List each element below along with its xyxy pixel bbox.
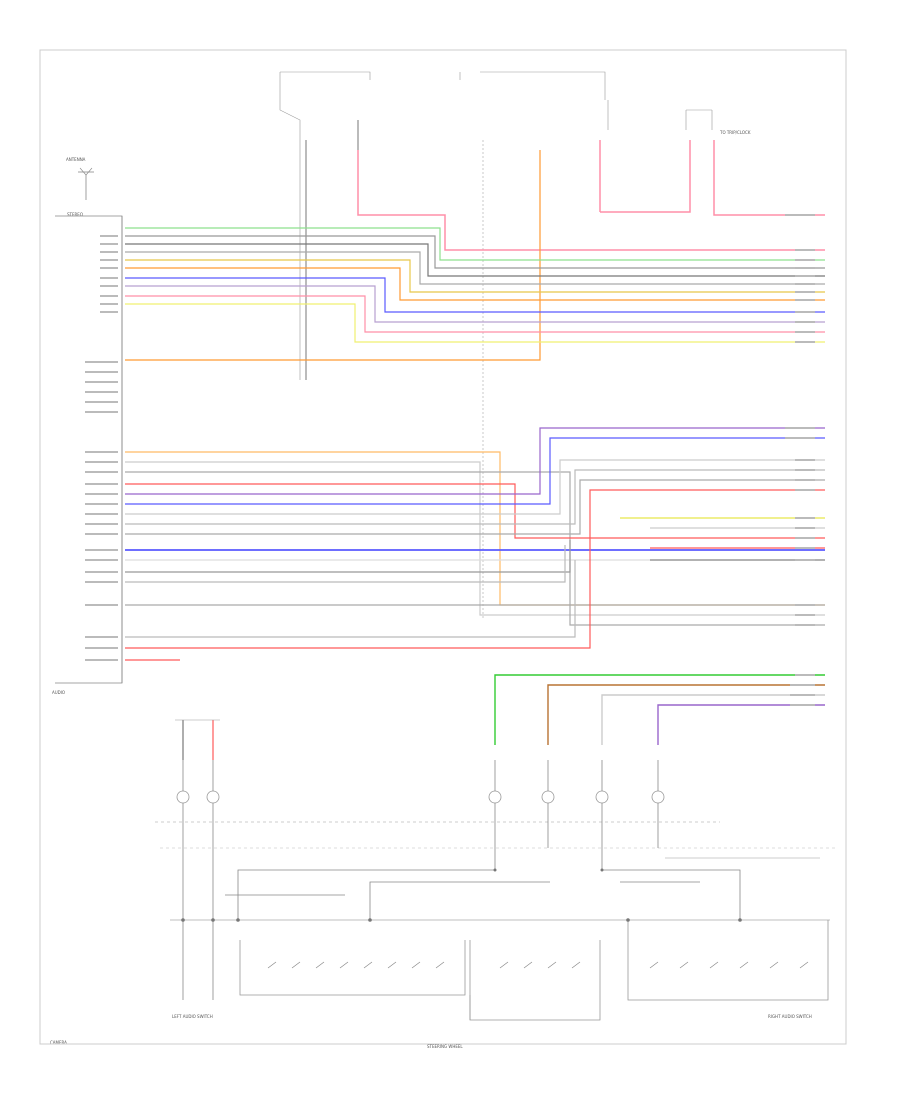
wire-group-3 — [494, 674, 825, 745]
bottom-left-drops — [175, 719, 220, 760]
module-bottom-label: AUDIO — [52, 690, 66, 695]
antenna-icon — [78, 167, 94, 200]
bottom-center-label: STEERING WHEEL — [427, 1044, 463, 1049]
bottom-left-label: CAMERA — [50, 1040, 67, 1045]
pin-labels-left — [85, 235, 118, 661]
connector-circles — [176, 790, 665, 804]
lower-harness — [170, 803, 830, 1000]
right-switch-label: RIGHT AUDIO SWITCH — [768, 1014, 812, 1019]
switch-contacts — [267, 961, 809, 969]
wire-pink-right-top2 — [713, 140, 825, 216]
circle-stems — [182, 760, 659, 791]
wire-group-2 — [125, 427, 825, 661]
top-drops — [305, 120, 601, 620]
diagram-title: STEREO — [67, 212, 83, 217]
antenna-label: ANTENNA — [66, 157, 86, 162]
top-connectors — [279, 71, 713, 380]
right-connector-lines — [620, 517, 825, 561]
switch-boxes — [239, 920, 829, 1021]
wire-pink-right-top — [600, 140, 691, 213]
left-switch-label: LEFT AUDIO SWITCH — [172, 1014, 213, 1019]
pin-labels-right — [785, 214, 815, 706]
wire-orange-v — [125, 150, 541, 361]
junction-dots — [181, 868, 742, 922]
wire-pink-top — [357, 150, 825, 251]
top-right-label: TO TRIP/CLOCK — [720, 130, 751, 135]
wire-group-1 — [125, 227, 825, 343]
frame — [39, 49, 847, 1045]
